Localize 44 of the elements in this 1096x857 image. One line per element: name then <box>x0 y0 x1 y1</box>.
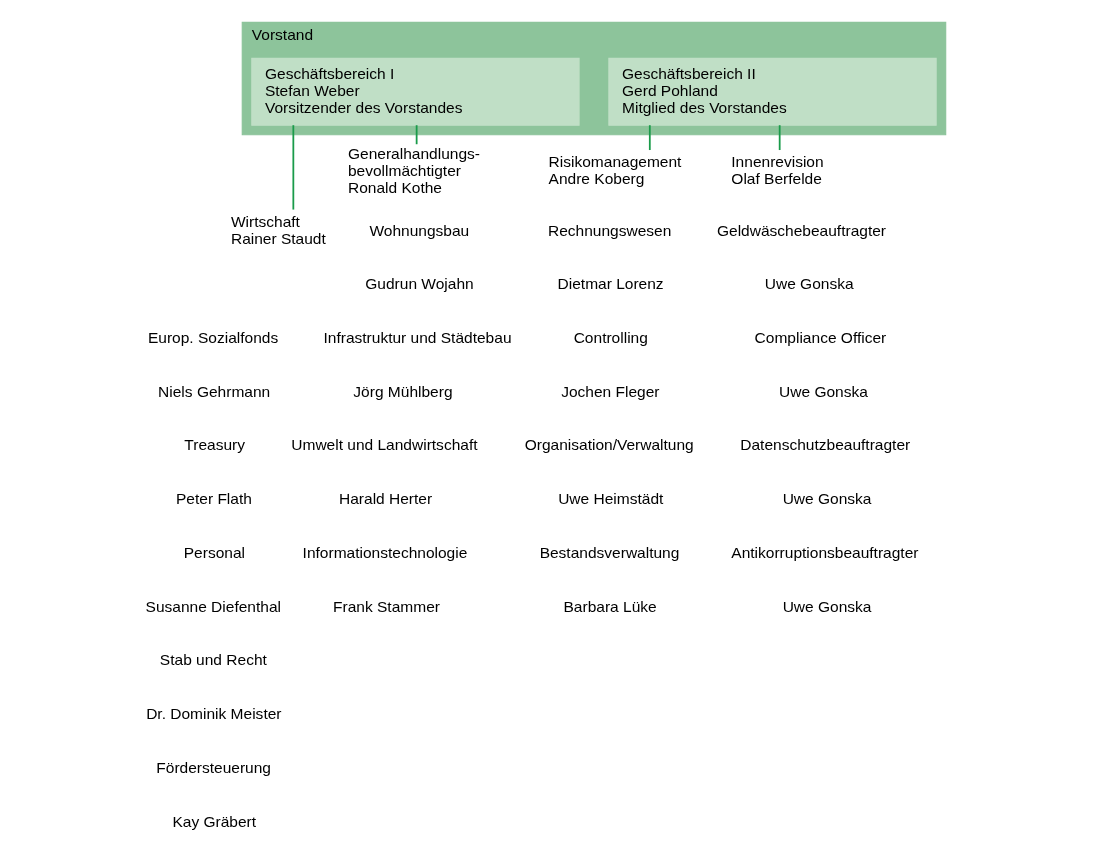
connector <box>292 124 295 211</box>
label: Uwe Heimstädt <box>558 490 664 508</box>
label: Datenschutzbeauftragter <box>740 436 911 454</box>
node-text: Generalhandlungs- bevollmächtigter Ronald Kothe <box>347 145 480 196</box>
label: Personal <box>183 543 246 561</box>
label: Susanne Diefenthal <box>145 597 281 615</box>
label: Barbara Lüke <box>563 597 657 615</box>
label: Uwe Gonska <box>782 490 872 508</box>
label: Geldwäschebeauftragter <box>716 221 887 239</box>
label: Dietmar Lorenz <box>557 275 664 293</box>
label: Peter Flath <box>176 490 252 508</box>
label: Uwe Gonska <box>764 275 854 293</box>
node-box: Geschäftsbereich II Gerd Pohland Mitglied des Vorstandes <box>608 57 937 126</box>
connector <box>778 124 781 151</box>
label: Europ. Sozialfonds <box>147 329 279 346</box>
node-text: Innenrevision Olaf Berfelde <box>731 153 824 188</box>
label: Dr. Dominik Meister <box>146 705 282 723</box>
label: Uwe Gonska <box>782 597 872 615</box>
label: Harald Herter <box>339 490 433 508</box>
connector <box>415 124 418 146</box>
label: Antikorruptionsbeauftragter <box>731 543 919 561</box>
label: Jochen Fleger <box>561 382 660 400</box>
label: Wohnungsbau <box>369 221 470 239</box>
label: Niels Gehrmann <box>158 382 271 400</box>
label: Fördersteuerung <box>156 758 272 776</box>
label: Frank Stammer <box>333 597 440 615</box>
label: Uwe Gonska <box>779 382 868 400</box>
label: Stab und Recht <box>159 651 267 669</box>
label: Gudrun Wojahn <box>365 275 474 293</box>
node-text: Risikomanagement Andre Koberg <box>548 153 682 188</box>
label: Organisation/Verwaltung <box>524 436 694 454</box>
label: Compliance Officer <box>754 329 887 346</box>
label: Umwelt und Landwirtschaft <box>291 436 478 454</box>
label: Rechnungswesen <box>548 221 672 239</box>
connector <box>648 124 651 151</box>
node-box: Geschäftsbereich I Stefan Weber Vorsitzender des Vorstandes <box>251 57 580 126</box>
label: Informationstechnologie <box>302 543 468 561</box>
label: Infrastruktur und Städtebau <box>323 329 512 346</box>
label: Jörg Mühlberg <box>353 382 453 400</box>
label: Bestandsverwaltung <box>539 543 680 561</box>
label: Kay Gräbert <box>172 812 257 830</box>
label: Treasury <box>184 436 246 454</box>
label: Controlling <box>573 329 648 346</box>
node-text: Wirtschaft Rainer Staudt <box>230 213 326 247</box>
